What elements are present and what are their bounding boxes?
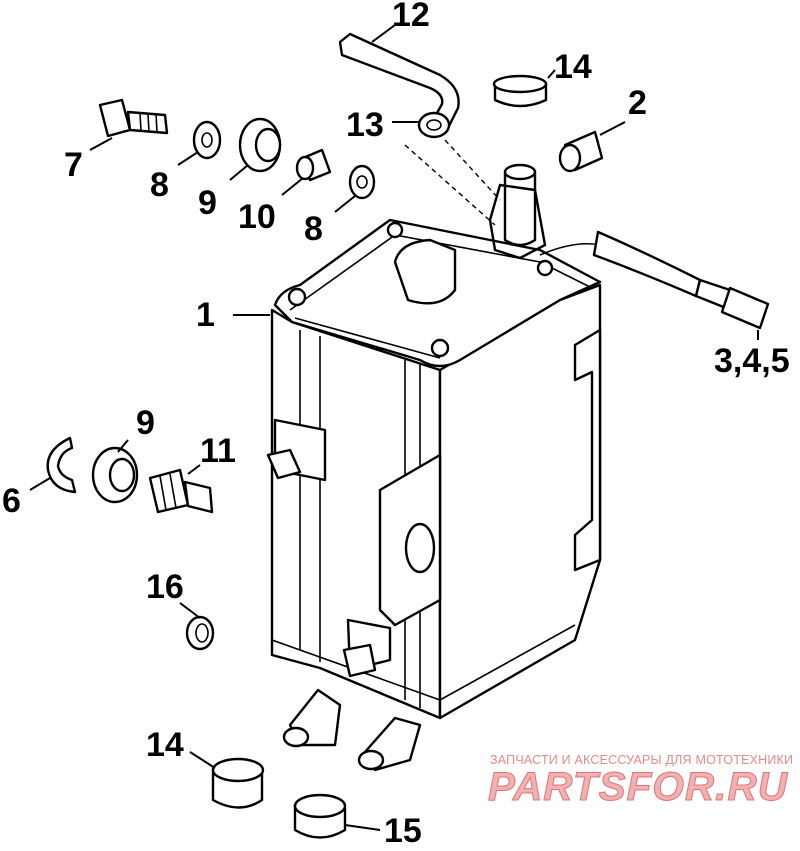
- hose-part-12: [338, 32, 460, 139]
- wire-harness-part-3-4-5: [539, 230, 770, 330]
- grommet-part-9-top: [238, 117, 282, 173]
- callout-9-top: 9: [198, 184, 217, 222]
- callout-14-lower: 14: [146, 726, 184, 764]
- leader-lines: [29, 24, 759, 831]
- watermark-brand: PARTSFOR.RU: [488, 765, 788, 809]
- clip-part-6: [46, 436, 77, 494]
- watermark: ЗАПЧАСТИ И АКСЕССУАРЫ ДЛЯ МОТОТЕХНИКИ PA…: [488, 753, 793, 810]
- clamp-part-14-top: [492, 74, 548, 108]
- callout-1: 1: [196, 296, 215, 334]
- washer-part-8-right: [348, 164, 376, 200]
- callout-3-4-5: 3,4,5: [714, 342, 790, 380]
- assembly-dash-line: [404, 139, 501, 226]
- callout-14-top: 14: [554, 48, 592, 86]
- callout-8-right: 8: [304, 210, 323, 248]
- callout-12: 12: [392, 0, 430, 34]
- clamp-part-14-lower: [211, 757, 265, 809]
- washer-part-8-top: [192, 120, 222, 160]
- callout-9-lower: 9: [136, 404, 155, 442]
- grommet-part-9-lower: [91, 446, 139, 504]
- sleeve-part-10: [295, 148, 332, 182]
- bolt-part-7: [98, 98, 169, 138]
- cap-part-2: [558, 130, 604, 173]
- callout-8-top: 8: [150, 166, 169, 204]
- fitting-part-11: [148, 468, 214, 514]
- callout-13: 13: [346, 106, 384, 144]
- housing-part-1: [266, 163, 602, 772]
- callout-6: 6: [2, 482, 21, 520]
- callout-11: 11: [200, 432, 236, 470]
- clip-part-16: [185, 615, 215, 651]
- callout-15: 15: [384, 812, 422, 846]
- watermark-caption: ЗАПЧАСТИ И АКСЕССУАРЫ ДЛЯ МОТОТЕХНИКИ: [490, 753, 793, 767]
- callout-16: 16: [146, 568, 184, 606]
- callout-7: 7: [64, 146, 83, 184]
- clamp-part-15: [293, 793, 347, 839]
- callout-10: 10: [238, 198, 276, 236]
- callout-2: 2: [628, 84, 647, 122]
